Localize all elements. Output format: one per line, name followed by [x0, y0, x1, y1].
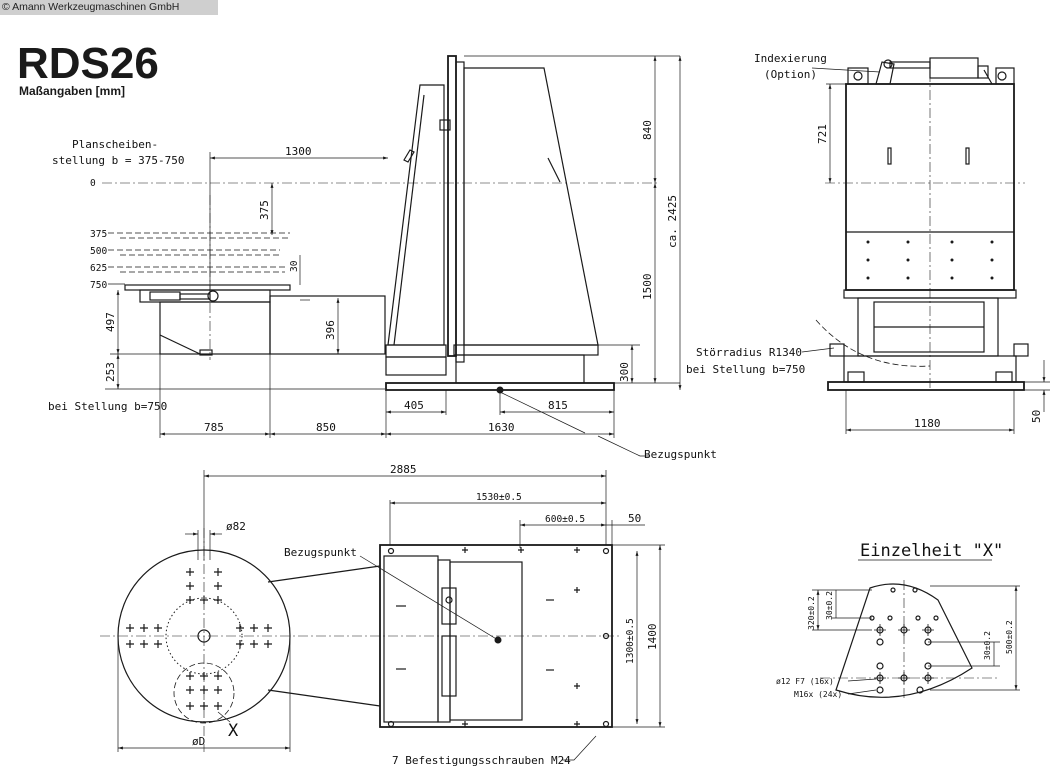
dim-1400: 1400 [646, 624, 659, 651]
dim-840: 840 [641, 120, 654, 140]
bore-label: ø12 F7 (16x) [776, 677, 834, 686]
dim-1630: 1630 [488, 421, 515, 434]
dim-82: ø82 [226, 520, 246, 533]
dim-253: 253 [104, 362, 117, 382]
top-view: 2885 1530±0.5 600±0.5 50 ø8 [100, 463, 665, 767]
dim-2885: 2885 [390, 463, 417, 476]
pos-375: 375 [90, 229, 107, 240]
thread-label: M16x (24x) [794, 690, 842, 699]
dim-50-top: 50 [628, 512, 641, 525]
dim-300: 300 [618, 362, 631, 382]
dim-1530: 1530±0.5 [476, 492, 522, 503]
dim-D: øD [192, 735, 205, 748]
bolt-holes [387, 547, 610, 728]
screws-label: 7 Befestigungsschrauben M24 [392, 754, 571, 767]
front-view: Indexierung (Option) [686, 52, 1050, 434]
bei-stellung-front: bei Stellung b=750 [686, 363, 805, 376]
dim-850: 850 [316, 421, 336, 434]
option-label: (Option) [764, 68, 817, 81]
pos-500: 500 [90, 246, 107, 257]
dim-320: 320±0.2 [807, 596, 816, 630]
stoerradius-label: Störradius R1340 [696, 346, 802, 359]
dim-1500: 1500 [641, 274, 654, 301]
plate-label-line2: stellung b = 375-750 [52, 154, 184, 167]
t-slot-pattern [126, 568, 272, 710]
dim-30b: 30±0.2 [983, 631, 992, 660]
dim-1300: 1300 [285, 145, 312, 158]
side-view: Planscheiben- stellung b = 375-750 0 130… [48, 55, 717, 461]
dim-396: 396 [324, 320, 337, 340]
plate-label-line1: Planscheiben- [72, 138, 158, 151]
bezugspunkt-top: Bezugspunkt [284, 546, 357, 559]
detail-x: Einzelheit "X" 320±0.2 [776, 541, 1020, 700]
dim-500: 500±0.2 [1005, 620, 1014, 654]
zero-label: 0 [90, 178, 96, 189]
units-subtitle: Maßangaben [mm] [19, 84, 125, 98]
dim-600: 600±0.5 [545, 514, 585, 525]
dim-497: 497 [104, 312, 117, 332]
model-title: RDS26 [17, 39, 159, 88]
bezugspunkt-side: Bezugspunkt [644, 448, 717, 461]
dim-1180: 1180 [914, 417, 941, 430]
dim-30: 30 [289, 260, 300, 272]
dim-815: 815 [548, 399, 568, 412]
dim-375-vertical: 375 [258, 200, 271, 220]
dim-1300-top: 1300±0.5 [625, 618, 636, 664]
copyright-banner: © Amann Werkzeugmaschinen GmbH [0, 0, 218, 15]
bei-stellung-side: bei Stellung b=750 [48, 400, 167, 413]
indexierung-label: Indexierung [754, 52, 827, 65]
dim-785: 785 [204, 421, 224, 434]
detail-title: Einzelheit "X" [860, 541, 1003, 561]
pos-625: 625 [90, 263, 107, 274]
front-dot-grid [866, 240, 994, 280]
x-mark: X [228, 721, 239, 741]
dim-405: 405 [404, 399, 424, 412]
dim-50-front: 50 [1030, 410, 1043, 423]
dim-30a: 30±0.2 [825, 591, 834, 620]
pos-750: 750 [90, 280, 107, 291]
dim-2425: ca. 2425 [666, 195, 679, 248]
dim-721: 721 [816, 124, 829, 144]
